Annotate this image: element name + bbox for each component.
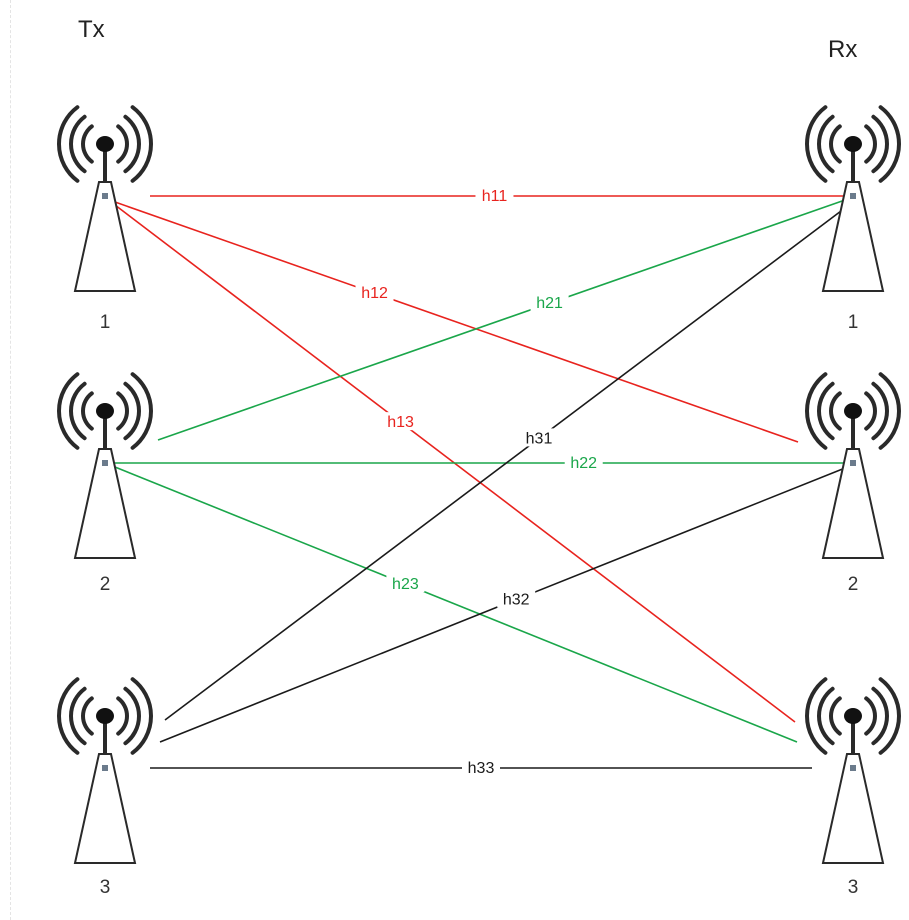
diagram-canvas (10, 0, 909, 920)
antenna-tower-icon (805, 105, 901, 292)
antenna-layer: 1 2 3 1 2 3 (57, 105, 901, 898)
tx-antenna-label-3: 3 (100, 877, 111, 898)
link-label-h21: h21 (536, 295, 563, 312)
link-label-h11: h11 (482, 188, 508, 205)
link-label-bg (386, 574, 425, 593)
antenna-tower-icon (57, 105, 153, 292)
link-label-h32: h32 (503, 592, 530, 609)
rx-antenna-label-1: 1 (848, 312, 859, 333)
link-label-bg (564, 453, 603, 471)
link-label-bg (381, 412, 420, 431)
link-label-bg (355, 283, 394, 302)
link-label-bg (530, 293, 569, 312)
rx-antenna-label-2: 2 (848, 574, 859, 595)
link-label-bg (462, 758, 500, 776)
link-label-h22: h22 (570, 455, 597, 472)
antenna-tower-icon (57, 677, 153, 864)
link-h23 (109, 464, 798, 743)
link-h12 (114, 201, 799, 443)
link-label-bg (520, 428, 558, 447)
link-label-bg (475, 186, 514, 204)
link-label-h13: h13 (387, 414, 414, 431)
antenna-tower-icon (805, 677, 901, 864)
rx-title: Rx (828, 36, 858, 63)
link-h31 (164, 207, 846, 721)
tx-antenna-label-1: 1 (100, 312, 111, 333)
link-label-h12: h12 (361, 285, 388, 302)
link-label-bg (497, 589, 536, 608)
link-label-h23: h23 (392, 576, 419, 593)
link-label-h31: h31 (526, 430, 553, 447)
link-h21 (157, 199, 846, 441)
antenna-tower-icon (57, 372, 153, 559)
tx-title: Tx (78, 16, 105, 43)
rx-antenna-label-3: 3 (848, 877, 859, 898)
label-layer: h11 h12 h13 h21 h22 h23 h31 h32 h33 (355, 186, 603, 777)
antenna-tower-icon (805, 372, 901, 559)
link-label-h33: h33 (468, 760, 495, 777)
tx-antenna-label-2: 2 (100, 574, 111, 595)
links-layer (105, 195, 853, 769)
